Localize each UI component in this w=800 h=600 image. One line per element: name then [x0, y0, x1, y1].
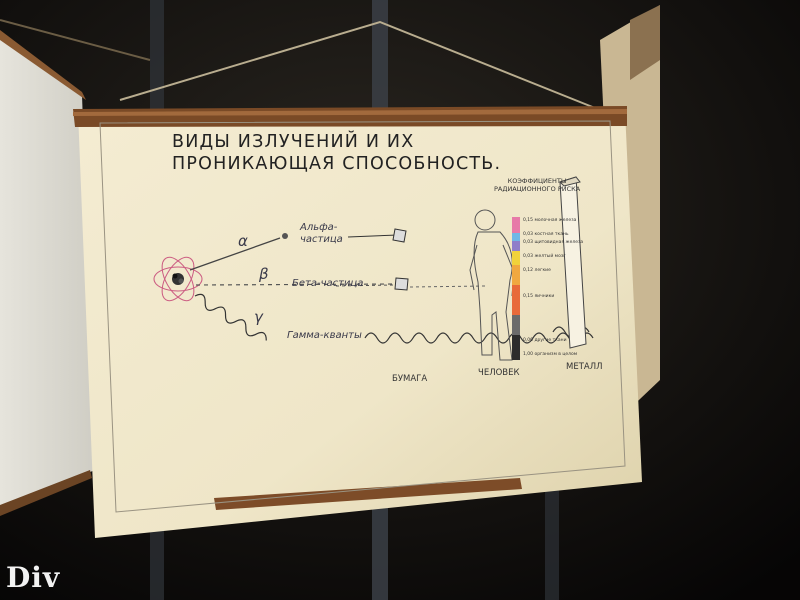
risk-label-1: 0,15 молочная железа: [523, 218, 577, 223]
risk-title-line-1: Коэффициенты: [507, 177, 567, 185]
risk-color-bar: [512, 217, 520, 360]
atom-nucleus: [153, 256, 203, 302]
alpha-label-1: Альфа-: [300, 222, 338, 233]
gamma-symbol: γ: [254, 308, 263, 326]
risk-title-line-2: радиационного риска: [494, 185, 581, 193]
poster-title: Виды излучений и их проникающая способно…: [172, 131, 532, 175]
alpha-symbol: α: [238, 232, 248, 250]
risk-label-4: 0,03 желтый мозг: [523, 254, 566, 259]
risk-label-7: 0,06 другие ткани: [523, 338, 567, 343]
risk-label-6: 0,15 яичники: [523, 294, 555, 299]
gamma-label: Гамма-кванты: [287, 330, 362, 341]
beta-label: Бета-частица: [292, 278, 364, 289]
metal-label: Металл: [566, 362, 603, 372]
paper-label: Бумага: [392, 374, 428, 384]
poster-title-line-2: проникающая способность.: [172, 154, 502, 174]
risk-label-8: 1,00 организм в целом: [523, 352, 578, 357]
beta-symbol: β: [259, 265, 269, 283]
human-label: Человек: [478, 368, 520, 378]
risk-label-3: 0,03 щитовидная железа: [523, 240, 584, 245]
alpha-label-2: частица: [300, 234, 343, 245]
risk-title: Коэффициенты радиационного риска: [494, 177, 580, 193]
watermark: Div: [6, 561, 61, 594]
risk-label-5: 0,12 легкие: [523, 268, 551, 273]
poster-title-line-1: Виды излучений и их: [172, 132, 415, 152]
risk-label-2: 0,03 костная ткань: [523, 232, 569, 237]
